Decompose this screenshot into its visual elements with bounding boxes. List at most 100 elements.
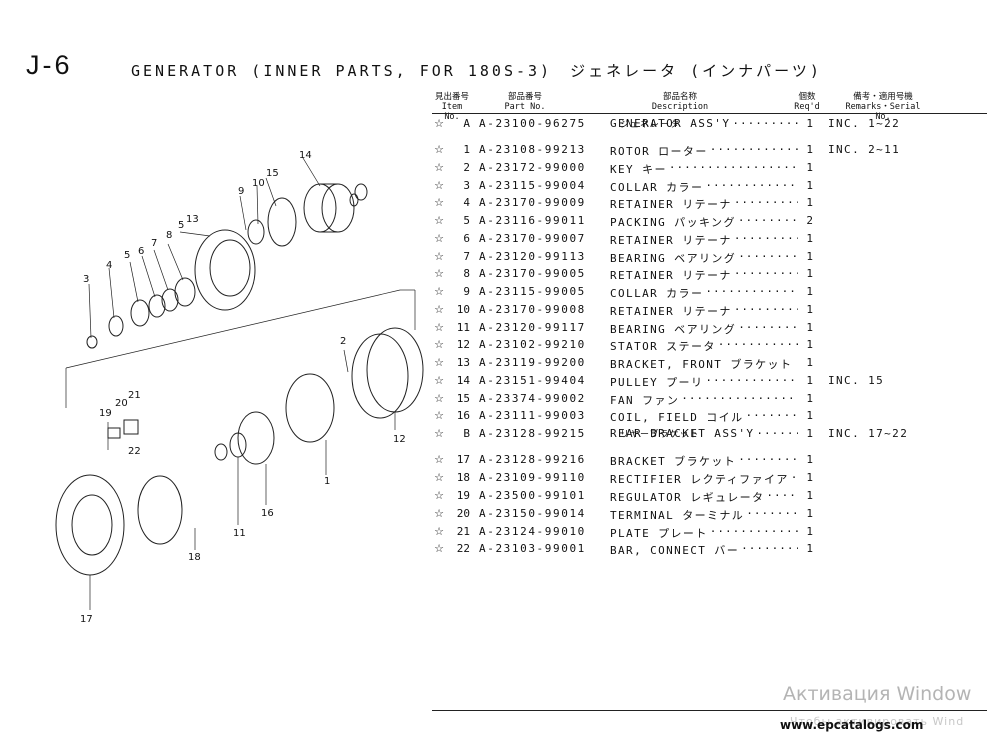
- dot-leader: ········································…: [790, 471, 798, 484]
- diagram-label: 2: [340, 336, 346, 347]
- diagram-label: 15: [266, 168, 279, 179]
- dot-leader: ········································…: [746, 507, 798, 520]
- table-row: ☆ 18 A-23109-99110 RECTIFIER レクティファイア 1 …: [432, 471, 992, 489]
- diagram-label: 9: [238, 186, 244, 197]
- diagram-label: 5: [178, 220, 184, 231]
- table-row: ☆ 16 A-23111-99003 COIL, FIELD コイル 1 ···…: [432, 409, 992, 427]
- star-icon: ☆: [434, 161, 444, 174]
- diagram-label: 1: [324, 476, 330, 487]
- table-row: ☆ 1 A-23108-99213 ROTOR ローター 1 INC. 2~11…: [432, 143, 992, 161]
- table-row: ☆ B A-23128-99215 REAR BRACKET ASS'Y 1 I…: [432, 427, 992, 445]
- diagram-label: 6: [138, 246, 144, 257]
- dot-leader: ········································…: [737, 214, 798, 227]
- header-rule: [432, 113, 987, 114]
- diagram-label: 14: [299, 150, 312, 161]
- dot-leader: ········································…: [745, 409, 798, 422]
- front-bracket-drawing: [86, 229, 256, 349]
- diagram-label: 18: [188, 552, 201, 563]
- dot-leader: ········································…: [732, 117, 798, 130]
- star-icon: ☆: [434, 489, 444, 502]
- star-icon: ☆: [434, 453, 444, 466]
- rear-bracket-drawing: [55, 419, 183, 576]
- dot-leader: ········································…: [717, 338, 798, 351]
- dot-leader: ········································…: [705, 374, 798, 387]
- table-row: ☆ 6 A-23170-99007 RETAINER リテーナ 1 ······…: [432, 232, 992, 250]
- dot-leader: ········································…: [766, 489, 798, 502]
- diagram-label: 5: [124, 250, 130, 261]
- table-row: ☆ 19 A-23500-99101 REGULATOR レギュレータ 1 ··…: [432, 489, 992, 507]
- dot-leader: ········································…: [709, 143, 798, 156]
- star-icon: ☆: [434, 338, 444, 351]
- star-icon: ☆: [434, 471, 444, 484]
- table-row: ☆ A A-23100-96275 GENERATOR ASS'Y 1 INC.…: [432, 117, 992, 135]
- table-row: ☆ 3 A-23115-99004 COLLAR カラー 1 ·········…: [432, 179, 992, 197]
- star-icon: ☆: [434, 409, 444, 422]
- star-icon: ☆: [434, 374, 444, 387]
- dot-leader: ········································…: [738, 453, 798, 466]
- diagram-label: 16: [261, 508, 274, 519]
- dot-leader: ········································…: [756, 427, 798, 440]
- star-icon: ☆: [434, 392, 444, 405]
- table-row: ☆ 12 A-23102-99210 STATOR ステータ 1 ·······…: [432, 338, 992, 356]
- table-row: ☆ 22 A-23103-99001 BAR, CONNECT バー 1 ···…: [432, 542, 992, 560]
- diagram-label: 4: [106, 260, 112, 271]
- diagram-label: 22: [128, 446, 141, 457]
- table-row: ☆ 10 A-23170-99008 RETAINER リテーナ 1 ·····…: [432, 303, 992, 321]
- dot-leader: ········································…: [738, 321, 798, 334]
- activation-watermark-sub: Чтобы активировать Wind: [790, 715, 965, 728]
- star-icon: ☆: [434, 427, 444, 440]
- dot-leader: ········································…: [668, 161, 798, 174]
- table-row: ☆ 8 A-23170-99005 RETAINER リテーナ 1 ······…: [432, 267, 992, 285]
- diagram-label: 3: [83, 274, 89, 285]
- table-row: ☆ 9 A-23115-99005 COLLAR カラー 1 ·········…: [432, 285, 992, 303]
- diagram-label: 10: [252, 178, 265, 189]
- exploded-diagram: 14 15 10 9 13 5 8 7 6 5 4 3 2 12 1 11 16…: [55, 150, 424, 625]
- table-row: ☆ 21 A-23124-99010 PLATE プレート 1 ········…: [432, 525, 992, 543]
- page-code: J-6: [26, 50, 73, 80]
- table-row: ☆ 5 A-23116-99011 PACKING パッキング 2 ······…: [432, 214, 992, 232]
- star-icon: ☆: [434, 356, 444, 369]
- page-title: GENERATOR (INNER PARTS, FOR 180S-3) ジェネレ…: [131, 62, 822, 80]
- activation-watermark: Активация Window: [783, 683, 972, 705]
- dot-leader: ········································…: [733, 267, 798, 280]
- diagram-label: 19: [99, 408, 112, 419]
- diagram-label: 13: [186, 214, 199, 225]
- table-row: ☆ 14 A-23151-99404 PULLEY プーリ 1 INC. 15 …: [432, 374, 992, 392]
- star-icon: ☆: [434, 214, 444, 227]
- diagram-label: 17: [80, 614, 93, 625]
- site-link[interactable]: www.epcatalogs.com: [780, 718, 924, 732]
- dot-leader: ········································…: [705, 285, 798, 298]
- diagram-label: 12: [393, 434, 406, 445]
- diagram-label: 8: [166, 230, 172, 241]
- star-icon: ☆: [434, 267, 444, 280]
- table-row: ☆ 7 A-23120-99113 BEARING ベアリング 1 ······…: [432, 250, 992, 268]
- star-icon: ☆: [434, 232, 444, 245]
- dot-leader: ········································…: [705, 179, 798, 192]
- dot-leader: ········································…: [741, 542, 798, 555]
- stator-rotor-drawing: [214, 327, 424, 465]
- dot-leader: ········································…: [733, 196, 798, 209]
- diagram-label: 21: [128, 390, 141, 401]
- table-row: ☆ 20 A-23150-99014 TERMINAL ターミナル 1 ····…: [432, 507, 992, 525]
- star-icon: ☆: [434, 196, 444, 209]
- star-icon: ☆: [434, 507, 444, 520]
- footer-rule: [432, 710, 987, 711]
- table-row: ☆ 13 A-23119-99200 BRACKET, FRONT ブラケット …: [432, 356, 992, 374]
- table-row: ☆ 4 A-23170-99009 RETAINER リテーナ 1 ······…: [432, 196, 992, 214]
- pulley-drawing: [247, 183, 368, 247]
- star-icon: ☆: [434, 525, 444, 538]
- dot-leader: ········································…: [738, 250, 798, 263]
- table-row: ☆ 11 A-23120-99117 BEARING ベアリング 1 ·····…: [432, 321, 992, 339]
- table-row: ☆ 15 A-23374-99002 FAN ファン 1 ···········…: [432, 392, 992, 410]
- star-icon: ☆: [434, 542, 444, 555]
- star-icon: ☆: [434, 117, 444, 130]
- dot-leader: ········································…: [681, 392, 798, 405]
- dot-leader: ········································…: [733, 232, 798, 245]
- star-icon: ☆: [434, 285, 444, 298]
- star-icon: ☆: [434, 321, 444, 334]
